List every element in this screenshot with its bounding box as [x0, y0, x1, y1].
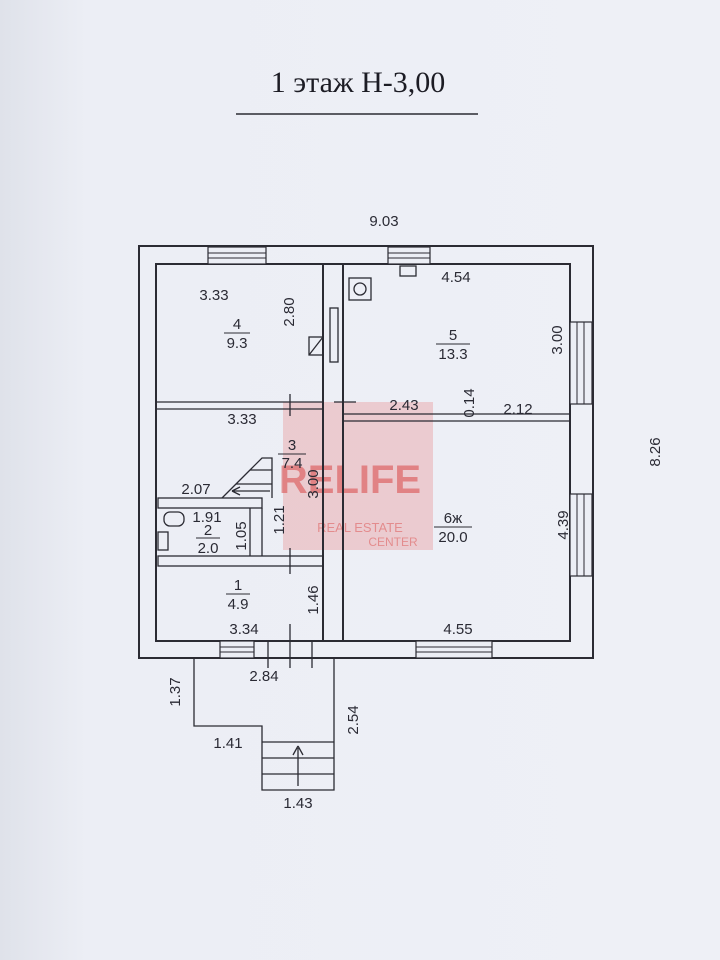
stair-arrow-head [231, 486, 241, 496]
room-5-label: 5 13.3 [436, 327, 470, 363]
dim-room1-depth: 1.46 [305, 585, 322, 614]
window-right-lower [569, 493, 593, 577]
dim-partition-gap: 0.14 [461, 388, 478, 417]
window-right-upper [569, 321, 593, 405]
dim-overall-width: 9.03 [369, 213, 398, 230]
doors [267, 394, 356, 668]
dim-wc-depth: 1.05 [233, 521, 250, 550]
dim-wc-side: 1.21 [271, 505, 288, 534]
watermark-line2: CENTER [368, 535, 418, 549]
room-2-area: 2.0 [198, 540, 219, 557]
partition-room1-top [157, 555, 324, 567]
sink-icon [157, 531, 169, 551]
windows [207, 246, 593, 659]
plan-title: 1 этаж Н-3,00 [271, 66, 446, 99]
dim-porch-step-left: 1.41 [213, 735, 242, 752]
room-3-number: 3 [288, 437, 296, 454]
interior-staircase [221, 457, 273, 499]
porch-steps [262, 741, 334, 786]
room-4-number: 4 [233, 316, 241, 333]
room-5-number: 5 [449, 327, 457, 344]
dimension-labels: 9.03 8.26 3.33 2.80 3.33 4.54 3.00 2.43 … [167, 213, 664, 812]
room-4-area: 9.3 [227, 335, 248, 352]
inner-wall-outline [155, 263, 571, 642]
room-1-label: 1 4.9 [226, 577, 250, 613]
room-6-area: 20.0 [438, 529, 467, 546]
room-1-area: 4.9 [228, 596, 249, 613]
watermark-line1: REAL ESTATE [317, 520, 403, 535]
porch [193, 658, 335, 791]
dim-partition-left: 2.43 [389, 397, 418, 414]
stair-outline [221, 457, 273, 499]
dim-stair-width: 2.07 [181, 481, 210, 498]
dim-porch-width: 2.84 [249, 668, 278, 685]
toilet-icon [163, 511, 185, 527]
chimney-block [329, 307, 339, 363]
room-6-number: 6ж [444, 510, 462, 527]
window-top-right [387, 246, 431, 265]
dim-overall-depth: 8.26 [647, 437, 664, 466]
vent-icon [399, 265, 417, 277]
dim-steps-width: 1.43 [283, 795, 312, 812]
boiler-icon-circle [353, 282, 367, 296]
window-bottom-left [219, 640, 255, 659]
dim-corridor-width: 3.33 [227, 411, 256, 428]
boiler-icon [348, 277, 372, 301]
dim-room4-depth: 2.80 [281, 297, 298, 326]
room-2-label: 2 2.0 [196, 522, 220, 557]
room-3-area: 7.4 [282, 455, 303, 472]
dim-stair-depth: 3.00 [305, 469, 322, 498]
dim-room5-depth: 3.00 [549, 325, 566, 354]
partition-stair-bottom [157, 497, 263, 509]
room-labels: 4 9.3 5 13.3 3 7.4 2 2.0 1 4.9 6ж 20.0 [196, 316, 472, 613]
dim-room1-width: 3.34 [229, 621, 258, 638]
window-bottom-right [415, 640, 493, 659]
interior-walls [156, 264, 570, 641]
outer-walls [138, 245, 594, 659]
stove-icon-diagonal [308, 336, 324, 356]
dim-partition-right: 2.12 [503, 401, 532, 418]
stove-icon [308, 336, 324, 356]
room-5-area: 13.3 [438, 346, 467, 363]
dim-wc-width: 1.91 [192, 509, 221, 526]
fixtures [157, 265, 417, 551]
dim-porch-depth: 2.54 [345, 705, 362, 734]
relife-watermark: RELIFE REAL ESTATE CENTER [279, 402, 433, 550]
room-3-label: 3 7.4 [278, 437, 306, 472]
window-top-left [207, 246, 267, 265]
room-6-label: 6ж 20.0 [434, 510, 472, 546]
dim-porch-left: 1.37 [167, 677, 184, 706]
room-1-number: 1 [234, 577, 242, 594]
room-2-number: 2 [204, 522, 212, 539]
dim-room6-width: 4.55 [443, 621, 472, 638]
dim-room4-width: 3.33 [199, 287, 228, 304]
outer-wall-outline [138, 245, 594, 659]
dim-room6-depth: 4.39 [555, 510, 572, 539]
dim-room5-width: 4.54 [441, 269, 470, 286]
watermark-panel [283, 402, 433, 550]
room-4-label: 4 9.3 [224, 316, 250, 352]
watermark-brand: RELIFE [279, 458, 421, 502]
